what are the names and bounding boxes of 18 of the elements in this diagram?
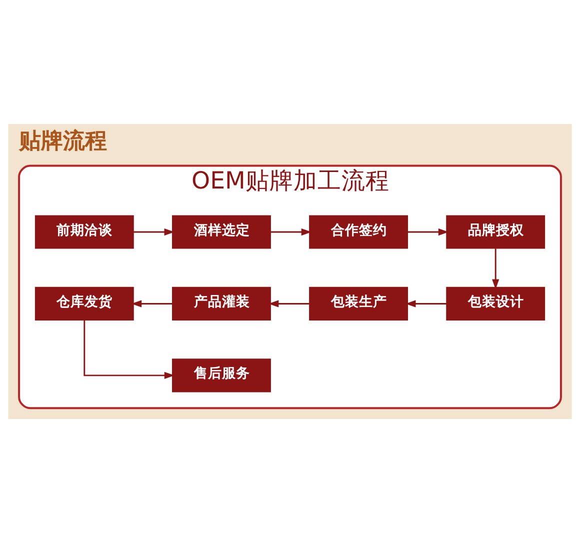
node-box: 仓库发货	[34, 286, 134, 321]
node-box: 包装设计	[446, 286, 546, 321]
arrow	[134, 228, 174, 236]
node-box: 前期洽谈	[34, 215, 134, 249]
node-box: 酒样选定	[172, 215, 271, 249]
node-box: 包装生产	[309, 286, 408, 321]
arrow	[268, 300, 310, 308]
node-box: 产品灌装	[172, 286, 271, 321]
node-box: 售后服务	[172, 358, 271, 392]
node-box: 品牌授权	[446, 215, 546, 249]
arrow	[131, 300, 172, 308]
node-box: 合作签约	[309, 215, 408, 249]
arrow	[84, 320, 175, 379]
arrow	[492, 248, 500, 290]
arrow	[408, 228, 449, 236]
arrow	[270, 228, 312, 236]
arrow	[406, 300, 446, 308]
diagram-title: 贴牌流程	[19, 128, 108, 154]
